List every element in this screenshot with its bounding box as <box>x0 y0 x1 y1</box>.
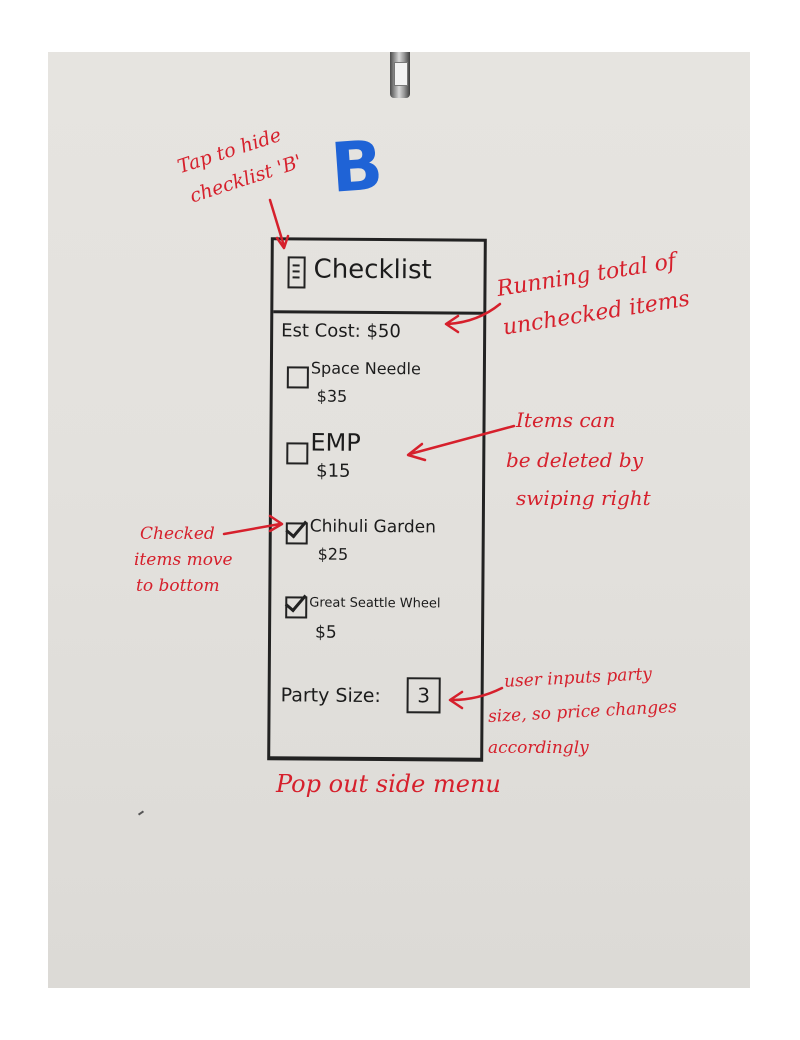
annotation-pop-out-side-menu: Pop out side menu <box>276 770 501 798</box>
annotation-items-deleted-line1: Items can <box>516 408 616 432</box>
arrow-checked-items <box>222 522 282 536</box>
whiteboard-photo: B Tap to hide checklist 'B' Checklist Es… <box>48 52 750 988</box>
whiteboard-clip <box>390 52 410 98</box>
annotation-checked-move-line3: to bottom <box>136 576 220 596</box>
annotation-checked-move-line2: items move <box>134 550 233 570</box>
annotation-arrows <box>222 198 516 710</box>
arrow-running-total <box>446 302 502 326</box>
arrow-party-size <box>450 686 504 702</box>
annotation-items-deleted-line2: be deleted by <box>506 448 644 472</box>
annotation-checked-move-line1: Checked <box>140 524 215 544</box>
arrow-tap-to-hide <box>268 198 286 248</box>
annotation-party-size-line3: accordingly <box>488 738 589 758</box>
annotation-items-deleted-line3: swiping right <box>516 486 651 510</box>
arrow-items-deleted <box>408 424 516 456</box>
